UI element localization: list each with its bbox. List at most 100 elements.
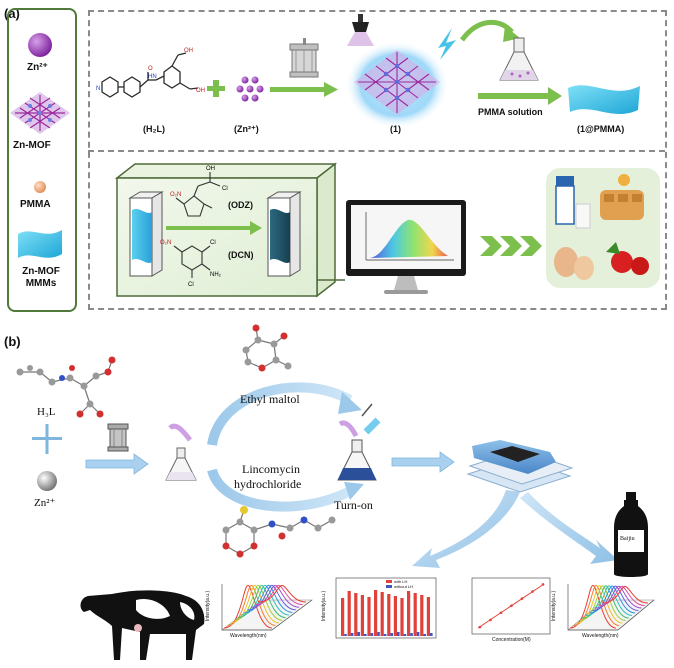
panel-a-frame (88, 10, 667, 310)
lincomycin-molecule (222, 506, 336, 558)
fit-point (499, 611, 503, 615)
arrow-to-baijiu (520, 492, 618, 564)
lincomycin-label-2: hydrochloride (234, 477, 302, 491)
flask-b1-icon (165, 423, 197, 481)
chart-linear-fit (471, 577, 551, 635)
fit-point (541, 583, 545, 586)
bar-mark (350, 633, 354, 636)
bar-mark (374, 590, 378, 636)
bar-mark (354, 593, 358, 636)
bar-mark (416, 632, 420, 636)
bar-legend-1: with LH (394, 579, 408, 584)
chart-bar-selectivity (335, 577, 437, 639)
bar-mark (380, 592, 384, 636)
monitor-icon (346, 200, 466, 294)
zn-ions-cluster (236, 76, 264, 102)
panel-b-tag: (b) (4, 334, 21, 349)
legend-box (7, 8, 77, 312)
arrow-to-sensor (391, 451, 455, 473)
dcn-o2n-label: O₂N (160, 240, 171, 246)
plus-green-icon (207, 80, 225, 97)
mof-film-icon (18, 230, 62, 258)
bar-mark (403, 634, 407, 636)
spectrum-curve (257, 584, 307, 603)
fit-point (520, 597, 524, 600)
ligand-nh-atom: HN (148, 74, 157, 80)
panel-a-divider (88, 150, 665, 152)
dcn-cl-top: Cl (210, 240, 216, 246)
legend-mmm-label: Zn-MOF MMMs (22, 266, 60, 289)
chart-3d-spectra-milk (221, 584, 313, 631)
zn-label: (Zn²⁺) (234, 124, 259, 134)
bar-mark (347, 591, 351, 636)
zn-mof-icon (10, 92, 70, 134)
legend-zn-label: Zn²⁺ (27, 62, 48, 73)
cuvette-before (128, 191, 164, 277)
plus-blue-icon (32, 424, 62, 454)
bar-mark (413, 593, 417, 636)
bar-mark (410, 633, 413, 636)
chart3-xlabel: Concentration(M) (492, 637, 531, 643)
pmma-solution-label: PMMA solution (478, 107, 543, 117)
bar-mark (387, 594, 391, 636)
fit-point (478, 625, 482, 629)
dcn-label: (DCN) (228, 250, 254, 260)
cooh-bottom: OH (196, 88, 205, 94)
spectrum-curve (569, 584, 617, 629)
uv-lamp-icon (347, 14, 374, 46)
chart-3d-spectra-baijiu (567, 584, 655, 631)
bar-mark (357, 632, 360, 636)
mof-crystal-icon (354, 50, 440, 115)
bar-mark (344, 634, 347, 636)
fit-point (531, 590, 534, 593)
turn-on-label: Turn-on (334, 498, 373, 512)
bar-mark (364, 634, 367, 636)
monitor-spectrum (365, 212, 454, 261)
ethyl-maltol-molecule (242, 324, 292, 372)
bar-mark (407, 591, 411, 636)
mof-label: (1) (390, 124, 401, 134)
ligand-o-atom: O (148, 66, 153, 72)
baijiu-bottle-icon (614, 492, 648, 577)
pmma-product-label: (1@PMMA) (577, 124, 625, 134)
bar-mark (397, 632, 400, 636)
spectrum-curve (234, 584, 283, 621)
arrow-quench (166, 221, 262, 235)
spectrum-curve (582, 585, 629, 619)
chart4-xlabel: Wavelength(nm) (582, 633, 619, 639)
ligand-h2l-structure (101, 52, 199, 98)
legend-pmma-label: PMMA (20, 199, 51, 210)
spectrum-curve (237, 584, 286, 619)
fit-point (510, 604, 513, 607)
dcn-cl-bottom: Cl (188, 282, 194, 288)
odz-structure (175, 172, 221, 217)
cow-icon (80, 590, 205, 660)
odz-label: (ODZ) (228, 200, 253, 210)
autoclave-b-icon (107, 423, 129, 452)
chart1-ylabel: Intensity(a.u.) (205, 590, 212, 622)
ligand-label: (H₂L) (143, 124, 165, 134)
bar-mark (420, 595, 424, 636)
bar-mark (426, 597, 430, 636)
chevron-arrows (480, 236, 542, 256)
chart4-ylabel: Intensity(a.u.) (551, 590, 558, 622)
arrow-to-reactor (85, 453, 149, 475)
bar-mark (360, 595, 364, 636)
odz-oh-label: OH (206, 166, 215, 172)
bar-mark (400, 598, 404, 636)
spectrum-curve (601, 585, 649, 604)
chart2-ylabel: Intensity(a.u.) (321, 590, 328, 622)
cuvette-after (266, 191, 302, 277)
bar-legend-2: without LH (394, 584, 413, 589)
dcn-structure (173, 245, 211, 278)
ethyl-maltol-label: Ethyl maltol (240, 392, 300, 406)
h3l-atoms (16, 356, 116, 418)
odz-cl-label: Cl (222, 186, 228, 192)
arrow-pmma (478, 87, 562, 105)
h3l-molecule (20, 359, 113, 415)
bar-mark (383, 634, 387, 636)
autoclave-icon (289, 38, 319, 78)
pmma-icon (34, 181, 46, 193)
cooh-top: OH (184, 48, 193, 54)
